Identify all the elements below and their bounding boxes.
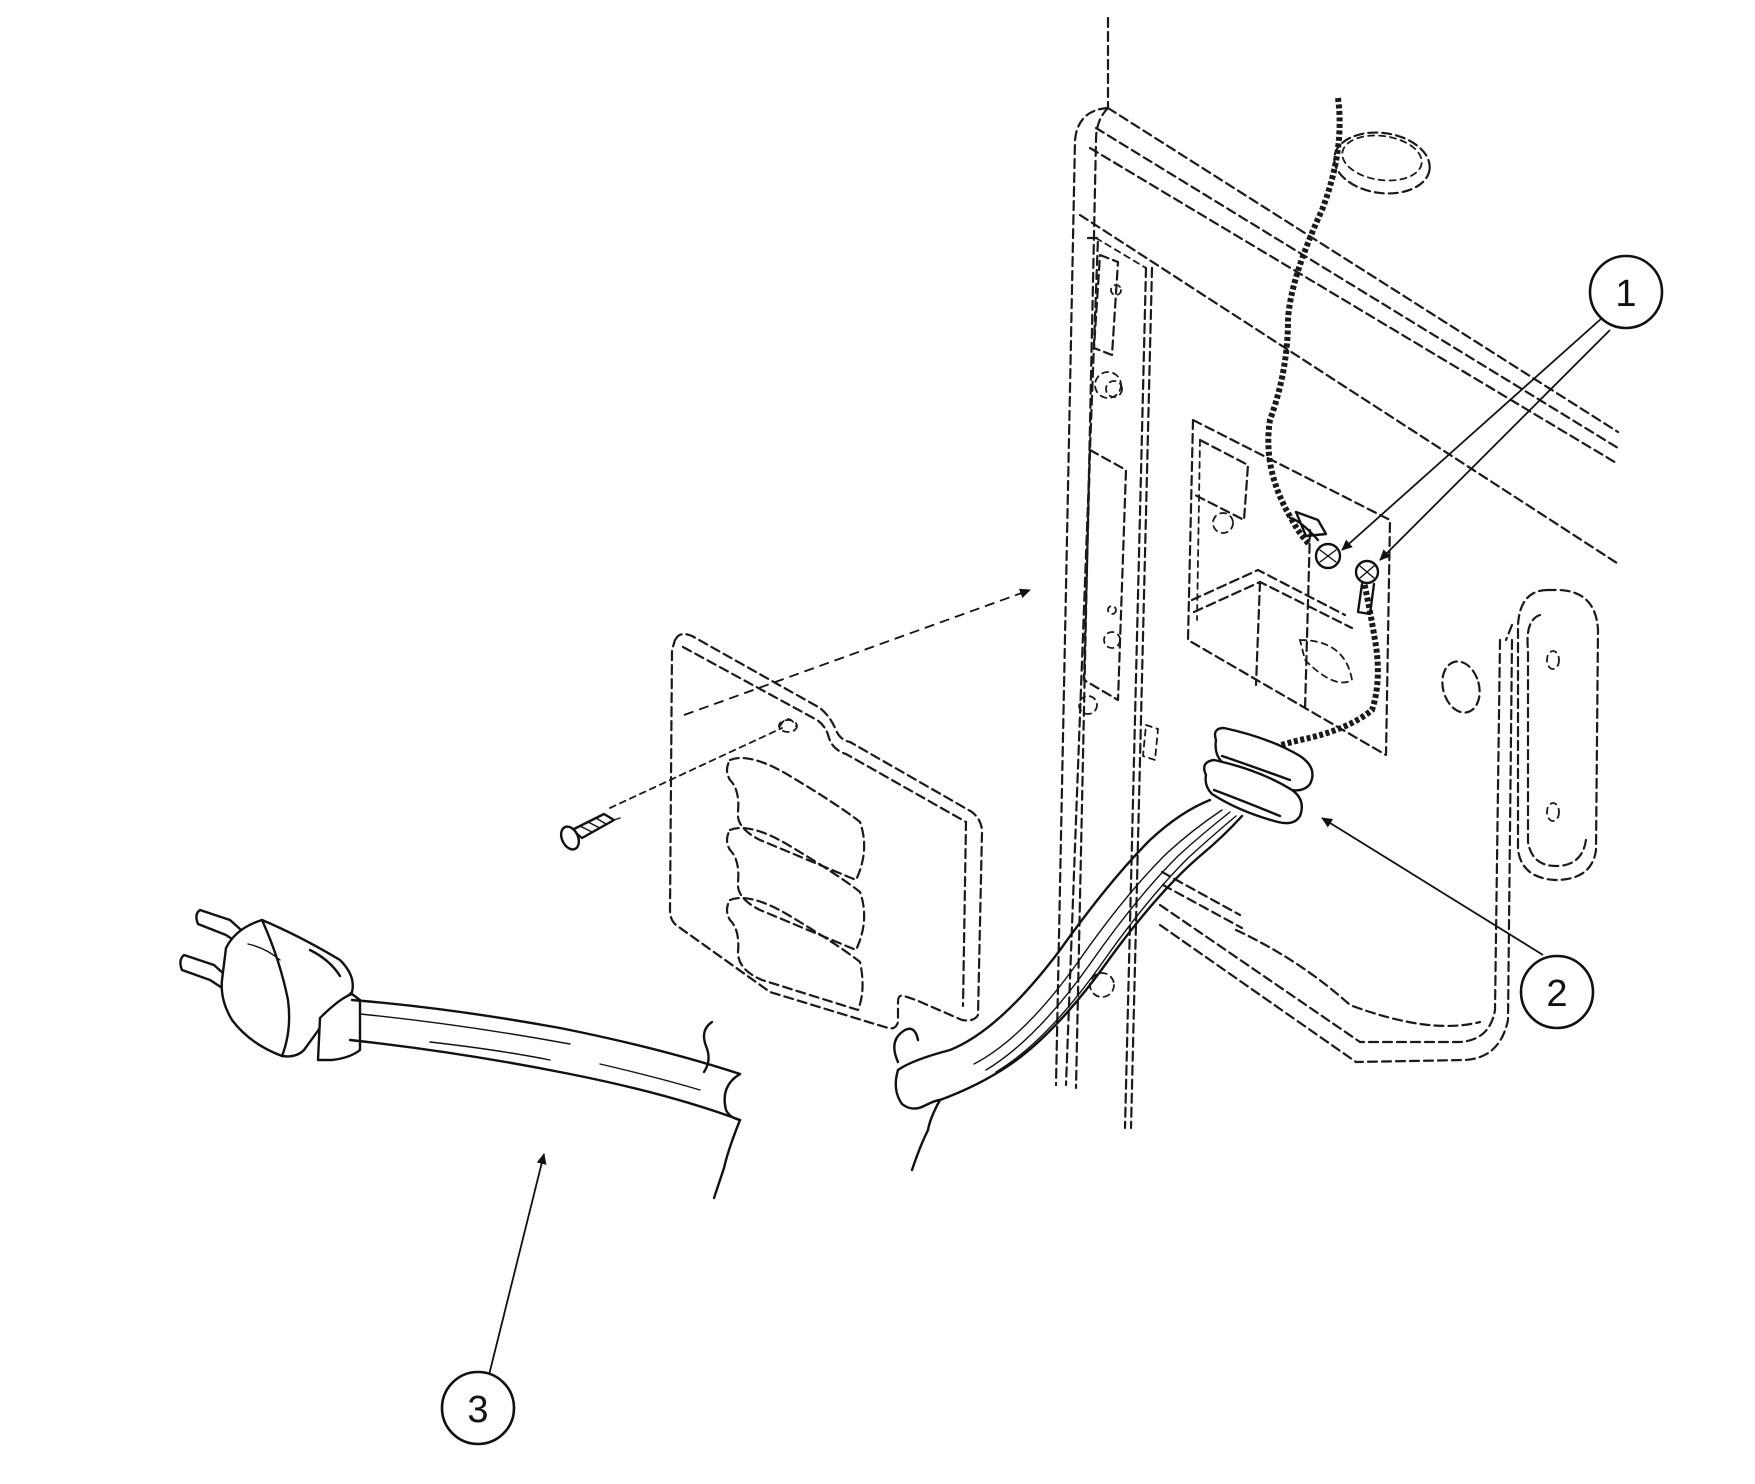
terminal-screws [1288,510,1380,616]
cover-plate [668,632,984,1030]
callout-label-3: 3 [467,1389,488,1431]
strain-relief-grommet [1203,726,1314,825]
plug-and-cord [179,908,742,1200]
mounting-screw [559,727,783,851]
internal-wire [1264,97,1381,753]
callout-3: 3 [440,1370,516,1446]
callout-2: 2 [1519,954,1595,1030]
assembly-direction-arrow [683,588,1031,716]
cabinet-panel [1054,16,1622,1130]
callout-1: 1 [1588,254,1664,330]
callout-leaders [488,317,1611,1376]
flat-cord-cabinet-end [893,798,1244,1172]
callout-label-2: 2 [1546,973,1567,1015]
callout-label-1: 1 [1615,273,1636,315]
top-oval-opening [1333,131,1431,195]
